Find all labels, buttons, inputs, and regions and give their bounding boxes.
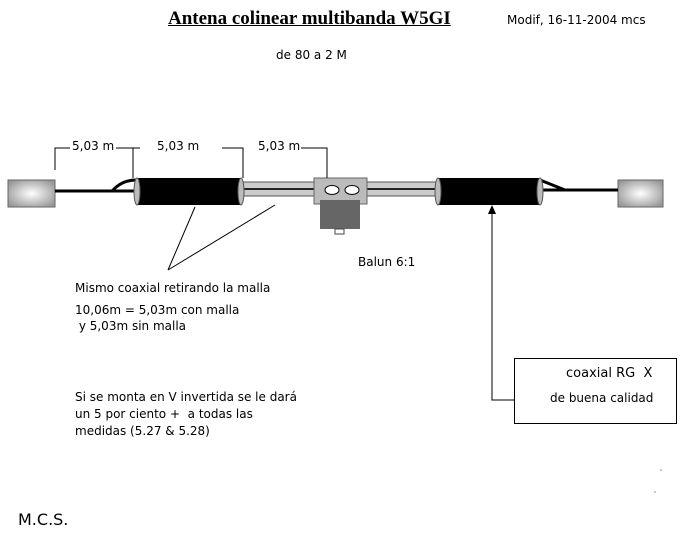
coax-box-line-1: coaxial RG X xyxy=(566,366,653,381)
dimension-label-1: 5,03 m xyxy=(72,139,115,153)
author: M.C.S. xyxy=(18,510,69,529)
page-title: Antena colinear multibanda W5GI xyxy=(168,8,451,29)
note-v-1: Si se monta en V invertida se le dará xyxy=(75,390,297,404)
ladder-line-right xyxy=(365,181,441,197)
note-v-3: medidas (5.27 & 5.28) xyxy=(75,424,210,438)
coax-box xyxy=(514,358,677,424)
subtitle: de 80 a 2 M xyxy=(276,48,347,62)
coax-box-line-2: de buena calidad xyxy=(550,391,654,405)
dimension-lines xyxy=(54,147,328,178)
right-insulator xyxy=(617,179,664,208)
balun xyxy=(320,200,360,229)
ladder-line-left xyxy=(239,181,317,197)
note-v-2: un 5 por ciento + a todas las xyxy=(75,407,253,421)
note-length-1: 10,06m = 5,03m con malla xyxy=(75,303,240,317)
modified-date: Modif, 16-11-2004 mcs xyxy=(507,13,646,27)
left-coax xyxy=(133,177,245,206)
left-insulator xyxy=(7,179,56,208)
arrow xyxy=(491,212,514,401)
arrowhead-icon xyxy=(488,205,496,214)
balun-label: Balun 6:1 xyxy=(358,255,416,269)
dimension-label-3: 5,03 m xyxy=(258,139,301,153)
dimension-label-2: 5,03 m xyxy=(157,139,200,153)
right-coax xyxy=(434,177,544,206)
note-coax: Mismo coaxial retirando la malla xyxy=(75,281,271,295)
note-length-2: y 5,03m sin malla xyxy=(75,319,187,333)
